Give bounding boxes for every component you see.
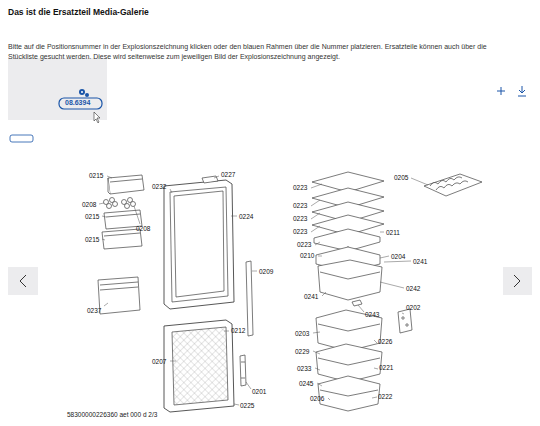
callout-number: 0212 [231, 327, 245, 334]
callout-number: 0223 [293, 215, 307, 222]
callout-number: 0203 [295, 330, 309, 337]
callout-number: 0223 [293, 184, 307, 191]
instruction-text: Bitte auf die Positionsnummer in der Exp… [8, 42, 488, 61]
callout-number: 0241 [413, 258, 427, 265]
callout-number: 0222 [378, 393, 392, 400]
page-title: Das ist die Ersatzteil Media-Galerie [8, 7, 149, 17]
callout-number: 0232 [152, 183, 166, 190]
callout-number: 0223 [297, 241, 311, 248]
callout-number: 0211 [386, 229, 400, 236]
callout-number: 0227 [221, 171, 235, 178]
callout-number: 0207 [152, 358, 166, 365]
callout-number: 0243 [365, 311, 379, 318]
callout-number: 0215 [85, 236, 99, 243]
thumbnail-label: 08.6394 [65, 99, 90, 106]
callout-number: 0241 [304, 293, 318, 300]
callout-number: 0215 [85, 213, 99, 220]
callout-number: 0233 [297, 365, 311, 372]
callout-number: 0245 [299, 380, 313, 387]
callout-number: 0224 [239, 213, 253, 220]
thumbnail [8, 58, 107, 120]
callout-number: 0237 [87, 307, 101, 314]
callout-number: 0210 [300, 252, 314, 259]
callout-number: 0208 [82, 201, 96, 208]
callout-number: 0204 [391, 253, 405, 260]
callout-number: 0221 [379, 364, 393, 371]
callout-number: 0208 [136, 225, 150, 232]
callout-number: 0242 [406, 285, 420, 292]
drawing-caption: 58300000226360 aet 000 d 2/3 [67, 411, 157, 418]
callout-number: 0205 [394, 174, 408, 181]
callout-number: 0201 [252, 388, 266, 395]
callout-number: 0209 [259, 268, 273, 275]
callout-number: 0215 [89, 172, 103, 179]
callout-number: 0225 [240, 402, 254, 409]
callout-number: 0202 [406, 304, 420, 311]
callout-number: 0223 [293, 228, 307, 235]
callout-number: 0229 [295, 348, 309, 355]
callout-number: 0223 [293, 202, 307, 209]
callout-number: 0226 [378, 338, 392, 345]
callout-number: 0206 [310, 395, 324, 402]
